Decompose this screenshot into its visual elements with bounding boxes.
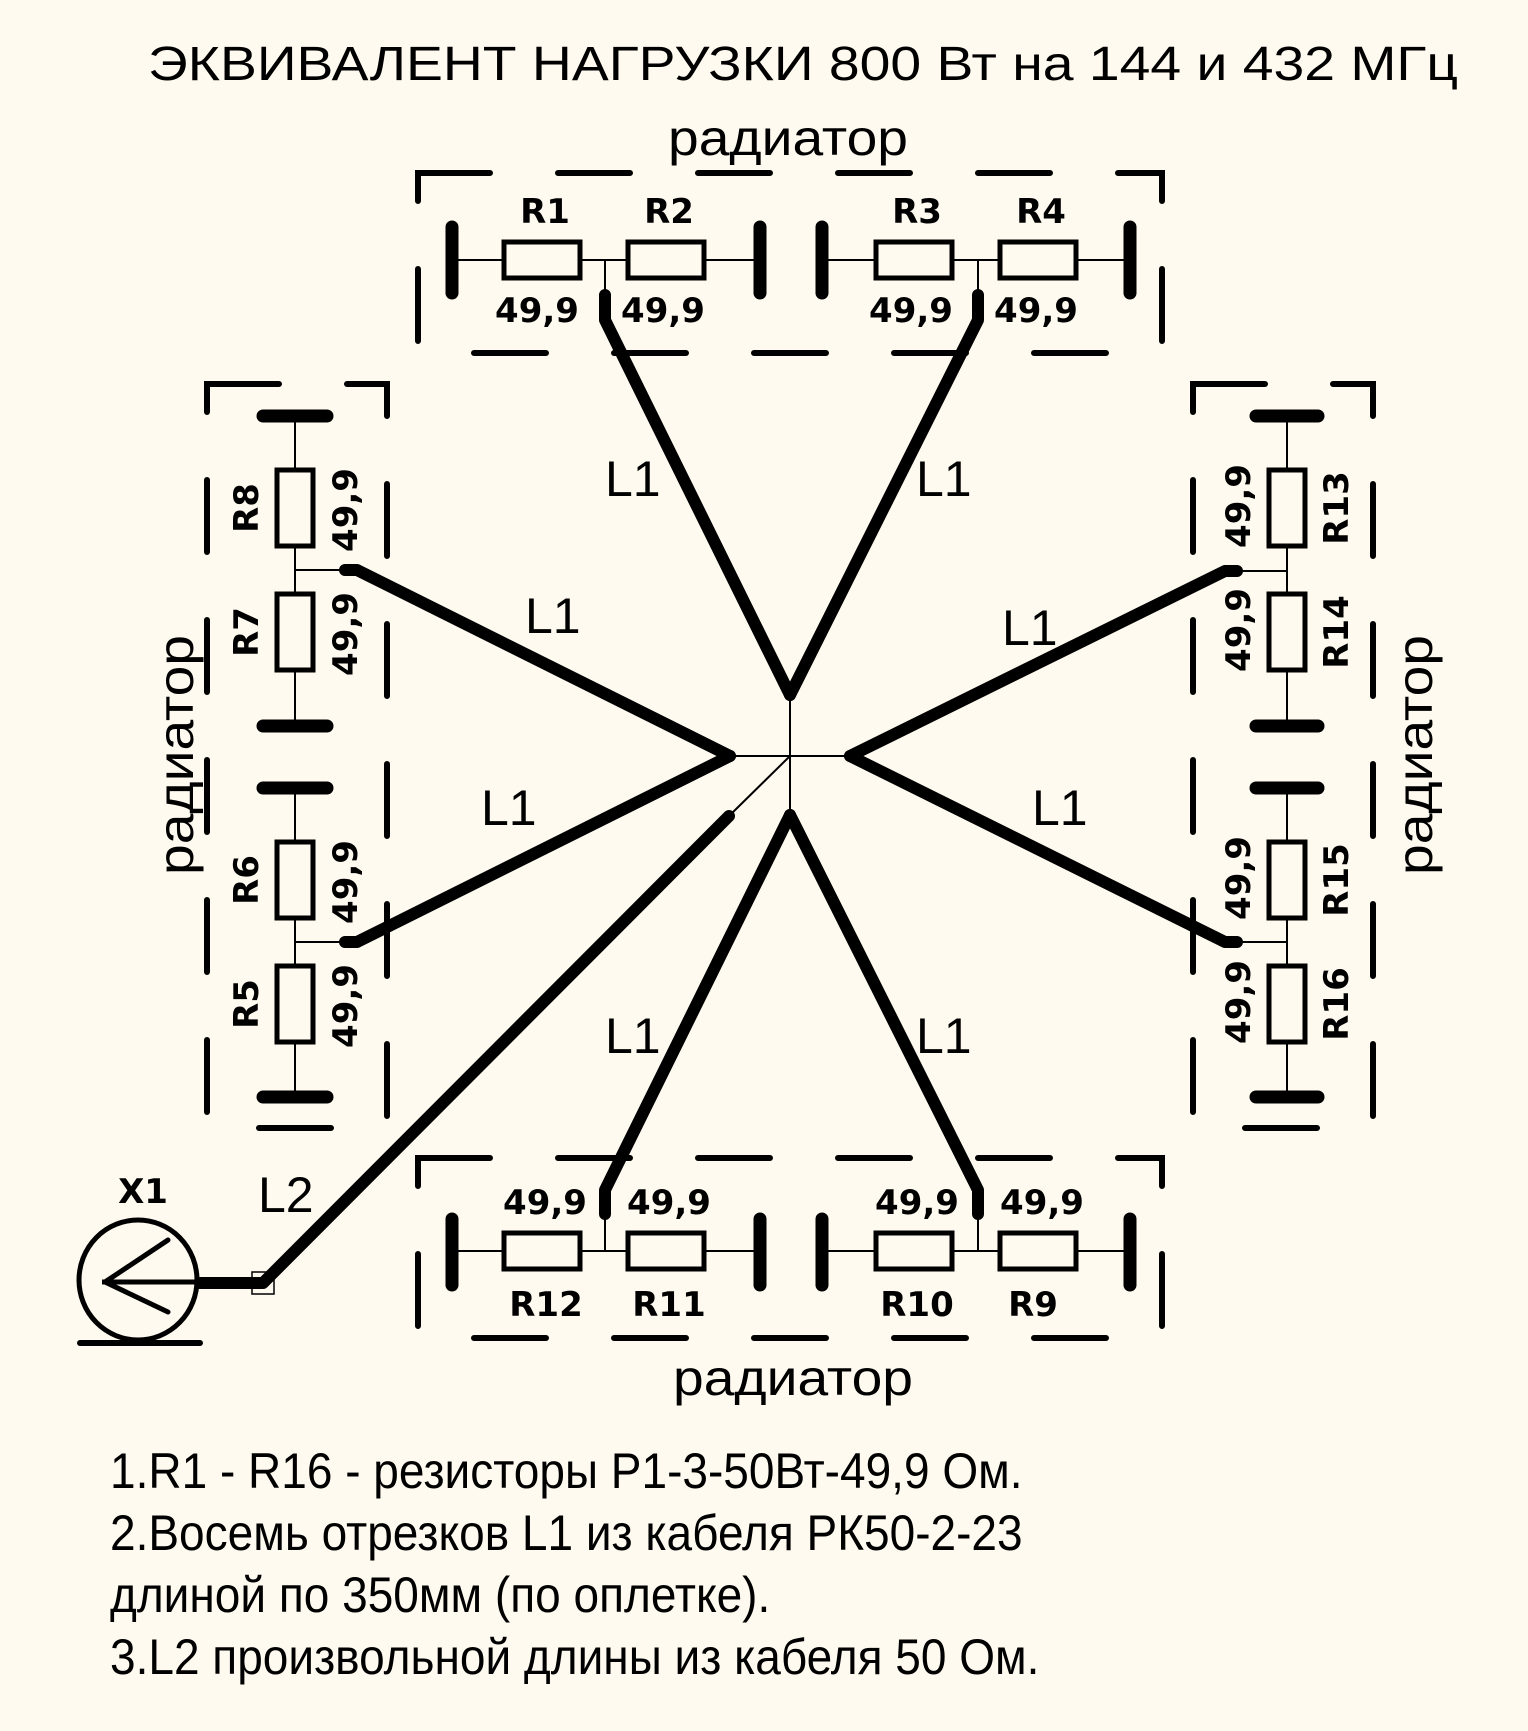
resistor-value: 49,9 [627,1183,711,1223]
resistor-ref: R15 [1317,843,1357,917]
resistor-value: 49,9 [326,964,366,1048]
heatsink-top-label: радиатор [668,110,908,166]
cable-l1-label: L1 [481,780,537,836]
resistor-ref: R12 [509,1285,583,1325]
heatsink-bottom-outline [415,1155,1165,1341]
cable-l1-label: L1 [1002,600,1058,656]
cable-l2 [194,810,735,1289]
center-junction [728,695,850,817]
heatsink-left: радиатор R8 R7 R6 R5 49,9 49,9 49,9 49,9 [148,381,390,1131]
resistor-ref: R3 [892,192,942,232]
resistor-r14 [1266,591,1308,673]
resistor-ref: R6 [227,855,267,905]
cable-l1-label: L1 [525,588,581,644]
resistor-r9 [997,1230,1079,1272]
resistor-r1 [501,239,583,281]
resistor-ref: R8 [227,483,267,533]
resistor-ref: R2 [644,192,694,232]
heatsink-right-outline [1190,381,1376,1131]
note-line: 3.L2 произвольной длины из кабеля 50 Ом. [110,1629,1040,1685]
resistor-value: 49,9 [621,291,705,331]
arrow-left-icon [102,1237,171,1315]
resistor-ref: R7 [227,607,267,657]
cable-l1 [784,289,984,701]
resistor-ref: R10 [880,1285,954,1325]
cable-l1-label: L1 [1032,780,1088,836]
resistor-r5 [274,963,316,1045]
heatsink-right-label: радиатор [1387,635,1443,875]
resistor-value: 49,9 [503,1183,587,1223]
notes: 1.R1 - R16 - резисторы Р1-3-50Вт-49,9 Ом… [110,1440,1039,1688]
resistor-r7 [274,591,316,673]
heatsink-bottom: радиатор R12 R11 R10 R9 49,9 49,9 49,9 4… [415,1155,1165,1406]
cable-l1 [339,750,736,948]
resistor-value: 49,9 [1219,960,1259,1044]
cable-l1 [339,564,736,762]
resistor-value: 49,9 [994,291,1078,331]
cable-l1-label: L1 [916,451,972,507]
resistor-value: 49,9 [1219,836,1259,920]
resistor-ref: R11 [632,1285,706,1325]
resistor-value: 49,9 [326,840,366,924]
heatsink-right: радиатор R13 R14 R15 R16 49,9 49,9 49,9 … [1190,381,1443,1131]
resistor-r2 [625,239,707,281]
l2-cable: L2 [194,810,735,1295]
resistor-ref: R13 [1317,471,1357,545]
resistor-value: 49,9 [495,291,579,331]
cable-l1-label: L1 [605,1008,661,1064]
note-line: длиной по 350мм (по оплетке). [110,1567,771,1623]
heatsink-left-label: радиатор [148,635,204,875]
cable-l1-label: L1 [605,451,661,507]
resistor-r6 [274,839,316,921]
resistor-value: 49,9 [869,291,953,331]
note-line: 1.R1 - R16 - резисторы Р1-3-50Вт-49,9 Ом… [110,1443,1023,1499]
cable-l1 [784,809,984,1220]
connector-x1: X1 [76,1172,203,1346]
heatsink-bottom-label: радиатор [673,1350,913,1406]
resistor-value: 49,9 [1219,464,1259,548]
resistor-r13 [1266,467,1308,549]
heatsink-top: радиатор R1 R2 R3 R4 49,9 49,9 49,9 49,9 [415,110,1165,356]
resistor-r11 [625,1230,707,1272]
heatsink-left-outline [204,381,390,1131]
note-line: 2.Восемь отрезков L1 из кабеля РК50-2-23 [110,1505,1023,1561]
l1-cables [339,289,1243,1220]
diagram-title: ЭКВИВАЛЕНТ НАГРУЗКИ 800 Вт на 144 и 432 … [148,38,1458,91]
resistor-r16 [1266,963,1308,1045]
resistor-r3 [873,239,955,281]
cable-l1-label: L1 [916,1008,972,1064]
resistor-r8 [274,467,316,549]
resistor-r12 [501,1230,583,1272]
resistor-r4 [997,239,1079,281]
connector-label: X1 [118,1172,168,1212]
resistor-ref: R1 [520,192,570,232]
resistor-value: 49,9 [326,468,366,552]
resistor-ref: R5 [227,979,267,1029]
cable-l2-label: L2 [258,1167,314,1223]
resistor-ref: R14 [1317,595,1357,669]
resistor-value: 49,9 [326,592,366,676]
cable-l1 [844,750,1243,948]
solder-pad [251,1271,275,1295]
resistor-ref: R16 [1317,967,1357,1041]
cable-l1 [599,809,796,1220]
resistor-value: 49,9 [875,1183,959,1223]
resistor-ref: R9 [1008,1285,1058,1325]
resistor-ref: R4 [1016,192,1066,232]
resistor-r15 [1266,839,1308,921]
resistor-r10 [873,1230,955,1272]
cable-l1 [599,289,796,701]
resistor-value: 49,9 [1000,1183,1084,1223]
heatsink-top-outline [415,170,1165,356]
resistor-value: 49,9 [1219,588,1259,672]
cable-l1 [844,565,1243,762]
